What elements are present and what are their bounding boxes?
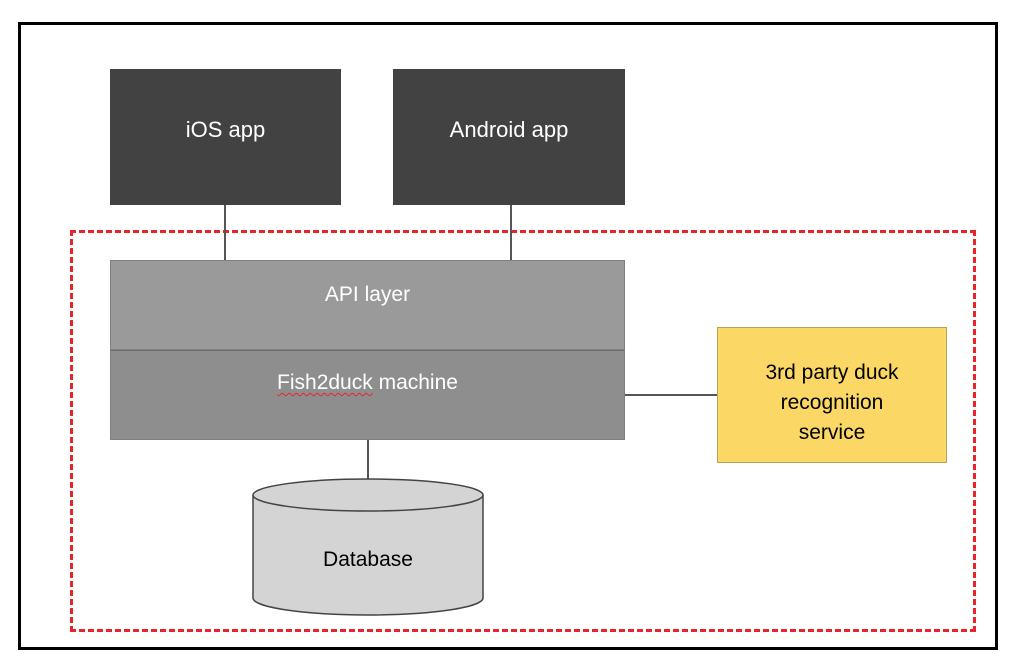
third-party-service-box: 3rd party duck recognition service [717,327,947,463]
ios-app-label: iOS app [185,117,266,142]
api-layer-box: API layer [110,260,625,350]
system-boundary [70,230,976,632]
fish2duck-word: Fish2duck [277,371,373,394]
machine-word: machine [372,371,458,394]
ios-app-box: iOS app [110,69,341,205]
engine-to-database-connector [367,440,369,482]
engine-to-third-party-connector [625,394,717,396]
third-party-line-1: 3rd party duck [765,361,899,384]
database-label: Database [323,548,413,571]
database-cylinder-shape [252,478,484,616]
android-app-label: Android app [449,117,569,142]
android-to-api-connector [510,205,512,261]
third-party-line-2: recognition [780,391,884,414]
third-party-line-3: service [798,421,866,444]
android-app-box: Android app [393,69,625,205]
fish2duck-machine-box: Fish2duck machine [110,350,625,440]
api-layer-label: API layer [324,283,411,306]
fish2duck-machine-label: Fish2duck machine [277,371,458,439]
ios-to-api-connector [224,205,226,261]
database-cylinder: Database [252,478,484,616]
